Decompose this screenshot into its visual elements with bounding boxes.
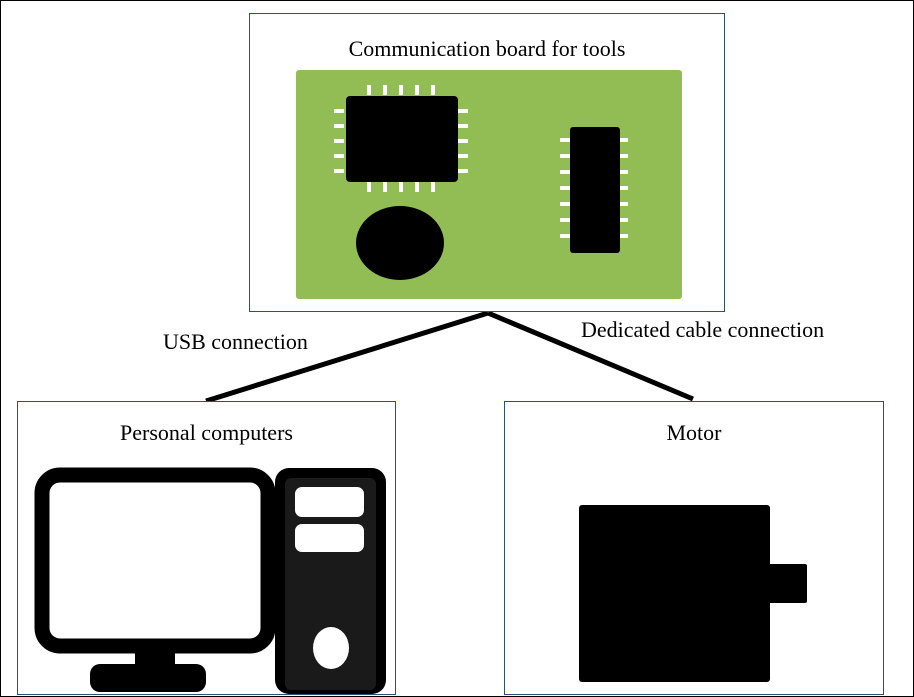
drive-bay-1 [295,487,364,517]
pcb-icon [296,70,682,299]
motor-icon [579,505,807,682]
monitor-neck [135,652,175,666]
square-chip [334,85,468,192]
power-button [313,627,349,669]
monitor-stand [90,664,206,692]
dedicated-cable-label: Dedicated cable connection [581,317,825,342]
usb-connection-label: USB connection [163,329,308,354]
desktop-computer-icon [34,467,386,694]
motor-box: Motor [504,401,884,695]
motor-shaft [768,564,807,603]
monitor-screen [34,467,276,654]
personal-computers-box: Personal computers [17,401,396,695]
communication-board-box: Communication board for tools [249,13,725,312]
dedicated-cable-line [487,310,694,402]
motor-body [579,505,770,682]
usb-connection-line [205,310,489,404]
communication-board-title: Communication board for tools [348,36,626,61]
drive-bay-2 [295,524,364,552]
dip-chip [560,127,628,253]
round-component [356,206,444,280]
personal-computers-title: Personal computers [120,420,293,445]
motor-title: Motor [666,420,722,445]
